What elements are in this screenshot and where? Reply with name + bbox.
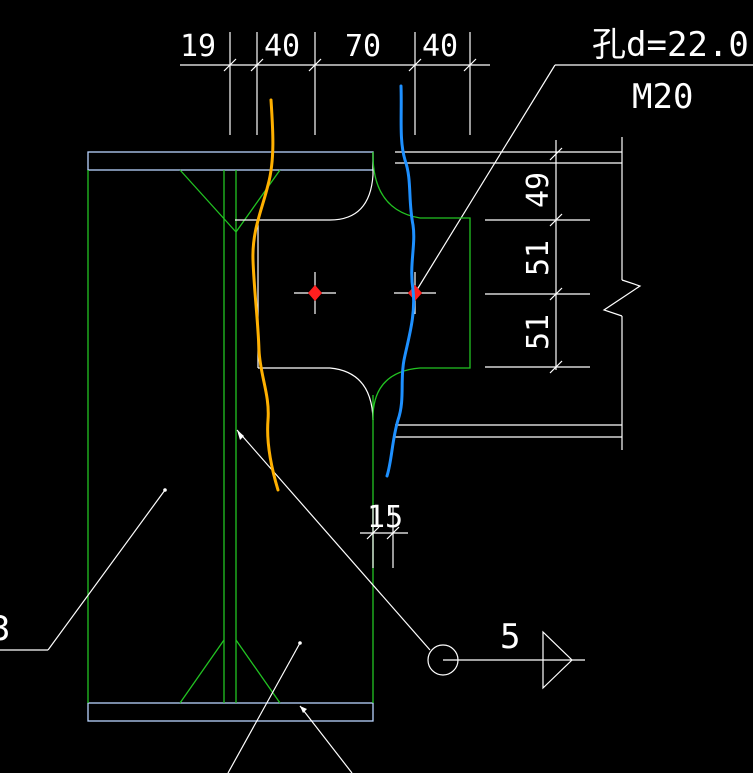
tick-mark [250,58,264,72]
bolts [294,272,436,314]
bottom-leaders [227,641,353,773]
section-mark: 5 [236,429,585,690]
break-symbol [602,279,642,317]
right-dimension-chain: 49 51 51 [485,140,590,374]
plate-outline [258,152,374,221]
beam-cope-outline [372,151,471,421]
tick-mark [408,58,422,72]
tick-mark [223,58,237,72]
bolt-icon [308,285,322,301]
top-dim-label: 19 [180,29,216,64]
tick-mark [549,213,563,227]
bolt-size-note: M20 [632,77,693,117]
beam-flanges [395,137,642,450]
leader-line [47,489,166,651]
top-dim-label: 70 [345,29,381,64]
stiffener-line [235,169,281,233]
bolt-marker [394,272,436,314]
left-leader: 3 [0,488,167,651]
column-bottom-flange [87,702,374,722]
section-label: 5 [500,617,520,657]
top-dimension-chain: 19 40 70 40 [180,29,490,135]
hole-annotation: 孔d=22.0 M20 [414,25,753,294]
leader-arrowhead [237,430,244,440]
bottom-dimension: 15 [360,500,408,568]
section-arrow [542,630,573,690]
leader-dot [163,488,167,492]
tick-mark [308,58,322,72]
right-dim-label: 51 [521,314,556,350]
tick-mark [549,360,563,374]
tick-mark [549,147,563,161]
tick-mark [463,58,477,72]
leader-dot [298,641,302,645]
section-leader-line [236,429,431,651]
top-dim-label: 40 [422,29,458,64]
leader-arrowhead [300,706,307,713]
tick-mark [549,287,563,301]
stiffener-line [179,639,225,704]
leader-line [299,705,353,773]
column-top-flange [87,151,374,171]
tick-mark [366,526,380,540]
right-dim-label: 49 [521,172,556,208]
bolt-marker [294,272,336,314]
orange-markup-stroke [251,98,280,492]
bottom-dim-label: 15 [367,500,403,535]
tick-mark [386,526,400,540]
hole-diameter-note: 孔d=22.0 [592,25,749,65]
beam-end [372,151,471,421]
column-section [87,151,374,722]
stiffener-line [179,169,237,233]
top-dim-label: 40 [264,29,300,64]
plate-outline [258,367,374,421]
leader-line [227,642,301,773]
right-dim-label: 51 [521,240,556,276]
left-label: 3 [0,609,10,649]
blue-markup-stroke [385,84,416,478]
note-leader-line [414,64,556,294]
stiffener-line [235,639,281,704]
